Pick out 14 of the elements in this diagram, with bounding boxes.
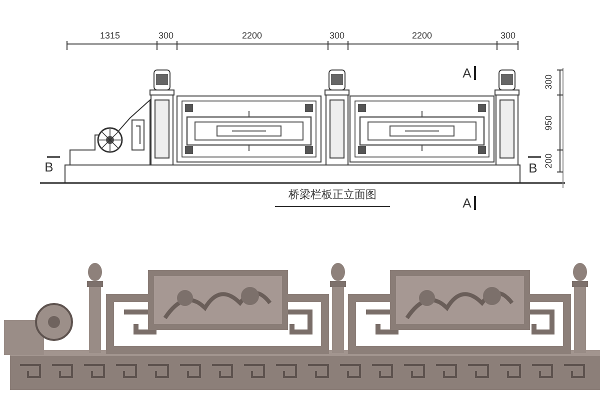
section-letter: A xyxy=(462,196,472,210)
dimension-value: 300 xyxy=(544,74,554,90)
section-letter: A xyxy=(462,66,472,80)
dimension-value: 950 xyxy=(544,115,554,131)
dimension-value: 200 xyxy=(544,153,554,169)
dimension-value: 300 xyxy=(329,32,345,40)
drawing-title: 桥梁栏板正立面图 xyxy=(275,190,390,207)
dimension-value: 2200 xyxy=(412,32,432,40)
dimension-value: 2200 xyxy=(242,32,262,40)
section-letter: B xyxy=(44,160,54,174)
dimension-value: 300 xyxy=(500,32,516,40)
dimension-value: 300 xyxy=(158,32,174,40)
section-letter: B xyxy=(528,162,538,174)
dimension-value: 1315 xyxy=(100,32,120,40)
